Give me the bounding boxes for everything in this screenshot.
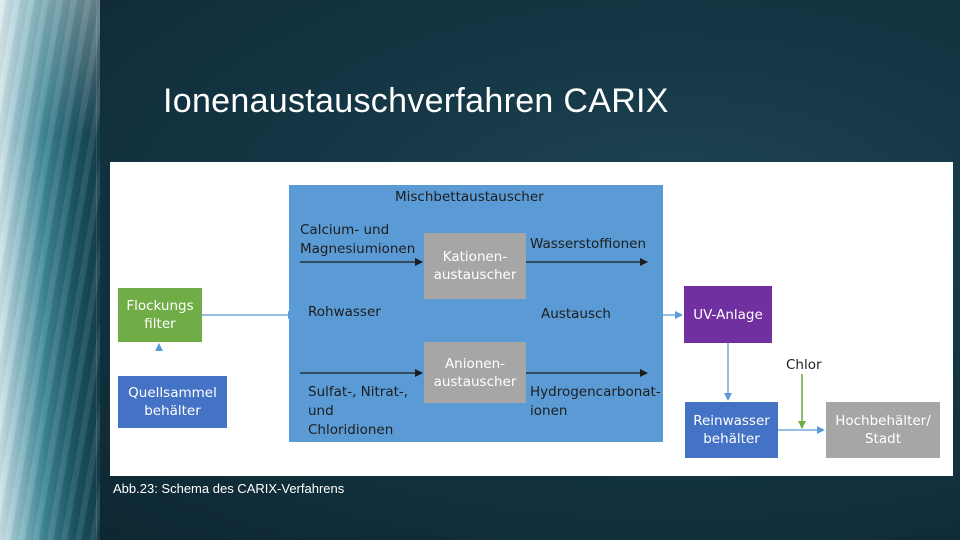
chlorine-label: Chlor xyxy=(786,357,822,373)
wave-background-image xyxy=(0,0,100,540)
elevated-tank-label: Hochbehälter/ Stadt xyxy=(835,413,931,447)
source-collection-tank: Quellsammel behälter xyxy=(118,376,227,428)
raw-water-label: Rohwasser xyxy=(308,304,381,320)
flow-arrows xyxy=(155,258,825,434)
source-collection-tank-label: Quellsammel behälter xyxy=(128,385,217,419)
calcium-magnesium-label: Calcium- und Magnesiumionen xyxy=(300,222,416,257)
cation-exchanger-label: Kationen- austauscher xyxy=(433,249,517,283)
hydrogen-ions-label: Wasserstoffionen xyxy=(530,236,646,252)
flocculation-filter-label: Flockungs filter xyxy=(126,298,194,332)
mixed-bed-label: Mischbettaustauscher xyxy=(395,189,544,205)
anion-exchanger-label: Anionen- austauscher xyxy=(433,355,517,390)
exchange-label: Austausch xyxy=(541,306,611,322)
decorative-divider xyxy=(96,0,97,540)
clean-water-tank: Reinwasser behälter xyxy=(685,402,778,458)
elevated-tank: Hochbehälter/ Stadt xyxy=(826,402,940,458)
carix-diagram: Mischbettaustauscher Calcium- und Magnes… xyxy=(110,162,953,476)
anion-exchanger: Anionen- austauscher xyxy=(424,342,526,403)
figure-caption: Abb.23: Schema des CARIX-Verfahrens xyxy=(113,481,345,496)
slide-title: Ionenaustauschverfahren CARIX xyxy=(163,82,669,120)
uv-plant-label: UV-Anlage xyxy=(693,306,763,323)
cation-exchanger: Kationen- austauscher xyxy=(424,233,526,299)
uv-plant: UV-Anlage xyxy=(684,286,772,343)
clean-water-tank-label: Reinwasser behälter xyxy=(693,413,770,447)
sulfate-nitrate-chloride-label: Sulfat-, Nitrat-, und Chloridionen xyxy=(308,384,409,438)
bicarbonate-ions-label: Hydrogencarbonat- ionen xyxy=(530,384,661,419)
flocculation-filter: Flockungs filter xyxy=(118,288,202,342)
